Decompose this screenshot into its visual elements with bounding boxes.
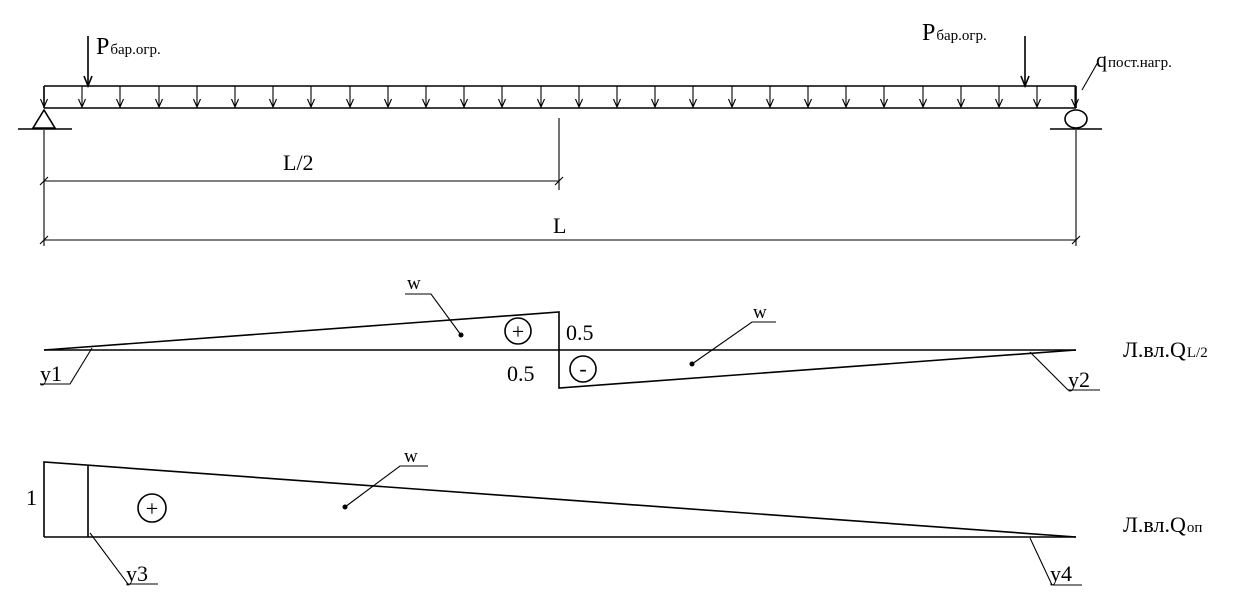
load-arrow-head <box>574 98 584 109</box>
load-arrow-head <box>77 98 87 109</box>
il-mid-y1-leader <box>40 347 93 385</box>
il-mid-plus-sign: + <box>512 319 524 344</box>
il-mid-plus-circle <box>504 317 532 345</box>
il-sup-y4-leader <box>1029 537 1082 586</box>
il-sup-plus-sign: + <box>146 496 158 521</box>
il-mid-y1-label: y1 <box>40 361 62 386</box>
load-arrow-head <box>650 98 660 109</box>
il-mid-area-left-label: w <box>407 273 421 294</box>
il-mid-negative-triangle <box>558 349 1077 389</box>
il-mid-minus-sign: - <box>579 356 586 381</box>
load-arrow-head <box>1070 98 1080 109</box>
load-arrow-head <box>497 98 507 109</box>
pinned-support-left <box>18 108 72 130</box>
dim-half-span-label: L/2 <box>283 150 314 175</box>
il-mid-minus-circle <box>569 355 597 383</box>
load-arrow-head <box>918 98 928 109</box>
load-arrow-head <box>459 98 469 109</box>
il-sup-y4-label: y4 <box>1050 561 1072 586</box>
dim-ticks-span <box>39 235 1081 245</box>
load-arrow-head <box>803 98 813 109</box>
point-load-right-arrowhead <box>1020 75 1030 89</box>
il-mid-y2-leader <box>1029 351 1100 391</box>
il-mid-y2-label: y2 <box>1068 367 1090 392</box>
il-sup-plus-circle <box>137 493 167 523</box>
influence-line-support: 1 + w y3 y4 Л.вл.Qоп <box>26 446 1202 586</box>
load-arrow-head <box>1032 98 1042 109</box>
il-sup-y3-leader <box>89 532 158 585</box>
il-mid-positive-triangle <box>43 311 560 351</box>
il-sup-area-leader <box>344 465 428 508</box>
dim-span-label: L <box>553 213 566 238</box>
il-mid-ordinate-negative: 0.5 <box>507 361 535 386</box>
load-arrow-head <box>268 98 278 109</box>
load-arrow-head <box>154 98 164 109</box>
distributed-load-label: qпост.нагр. <box>1096 47 1172 72</box>
point-load-left-label: Pбар.огр. <box>96 34 161 60</box>
load-arrow-head <box>383 98 393 109</box>
distributed-load-arrows <box>39 86 1080 109</box>
load-arrow-head <box>230 98 240 109</box>
point-load-left-arrowhead <box>83 75 93 89</box>
load-arrow-head <box>956 98 966 109</box>
point-load-right-label: Pбар.огр. <box>922 20 987 46</box>
il-mid-area-right-leader <box>691 321 776 365</box>
influence-line-mid: + - 0.5 0.5 w w y1 y2 Л.вл.QL/2 <box>40 273 1208 392</box>
load-arrow-head <box>765 98 775 109</box>
beam-scheme: Pбар.огр. Pбар.огр. qпост.нагр. L/2 L <box>18 20 1172 246</box>
load-arrow-head <box>115 98 125 109</box>
q-leader-line <box>1081 61 1099 91</box>
load-arrow-head <box>994 98 1004 109</box>
load-arrow-head <box>421 98 431 109</box>
il-mid-area-right-label: w <box>753 302 767 323</box>
il-sup-triangle <box>43 461 1077 538</box>
load-arrow-head <box>612 98 622 109</box>
il-sup-caption: Л.вл.Qоп <box>1123 512 1202 537</box>
load-arrow-head <box>841 98 851 109</box>
load-arrow-head <box>345 98 355 109</box>
load-arrow-head <box>39 98 49 109</box>
il-sup-area-label: w <box>404 446 418 467</box>
il-sup-ordinate-label: 1 <box>26 485 37 510</box>
load-arrow-head <box>727 98 737 109</box>
roller-support-right <box>1050 109 1102 130</box>
dim-ticks-half-span <box>39 176 564 186</box>
load-arrow-head <box>879 98 889 109</box>
il-mid-caption: Л.вл.QL/2 <box>1123 337 1208 362</box>
load-arrow-head <box>192 98 202 109</box>
il-mid-area-left-leader <box>405 293 462 336</box>
il-sup-y3-label: y3 <box>126 561 148 586</box>
load-arrow-head <box>536 98 546 109</box>
load-arrow-head <box>306 98 316 109</box>
il-mid-ordinate-positive: 0.5 <box>566 320 594 345</box>
load-arrow-head <box>688 98 698 109</box>
